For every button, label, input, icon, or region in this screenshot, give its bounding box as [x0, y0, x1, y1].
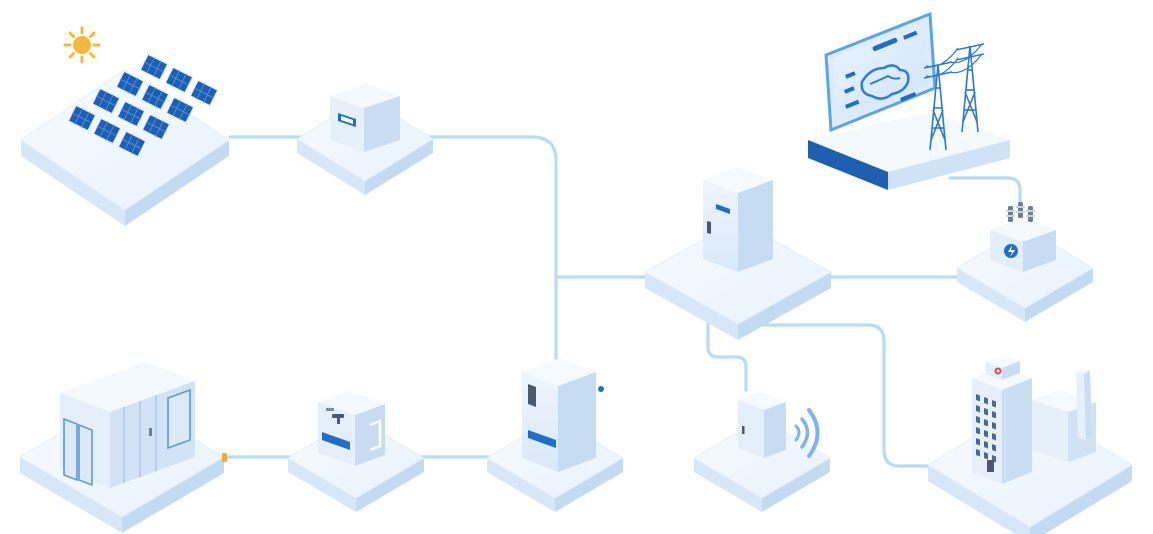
solar-module [116, 129, 148, 159]
edge-inverter-pcs [428, 135, 558, 364]
wireless-signal-icon [738, 392, 820, 458]
edge-transformer-screen [948, 176, 1022, 212]
cabinet-icon [703, 167, 773, 272]
edge-distribution-meter [706, 320, 748, 392]
charger-icon [318, 391, 385, 466]
solar-module [138, 52, 170, 82]
battery-container-icon [60, 362, 195, 488]
inverter-box-icon [330, 84, 400, 152]
solar-module [114, 69, 146, 99]
solar-panel-icon [66, 52, 220, 159]
status-light-icon [598, 386, 604, 392]
solar-module [163, 65, 195, 95]
connector-lines [223, 135, 1022, 468]
solar-module [139, 82, 171, 112]
sun-icon [63, 26, 101, 64]
transformer-icon [990, 202, 1056, 272]
solar-module [140, 112, 172, 142]
monitor-screen-icon [808, 11, 1010, 190]
solar-module [91, 116, 123, 146]
solar-module [115, 99, 147, 129]
solar-module [90, 86, 122, 116]
solar-module [66, 103, 98, 133]
solar-module [188, 78, 220, 108]
power-tower-icon [923, 43, 985, 151]
port-indicator [222, 453, 227, 462]
edge-distribution-facility [733, 323, 936, 468]
cabinet-icon [522, 358, 596, 472]
solar-module [164, 95, 196, 125]
factory-icon [972, 355, 1096, 484]
